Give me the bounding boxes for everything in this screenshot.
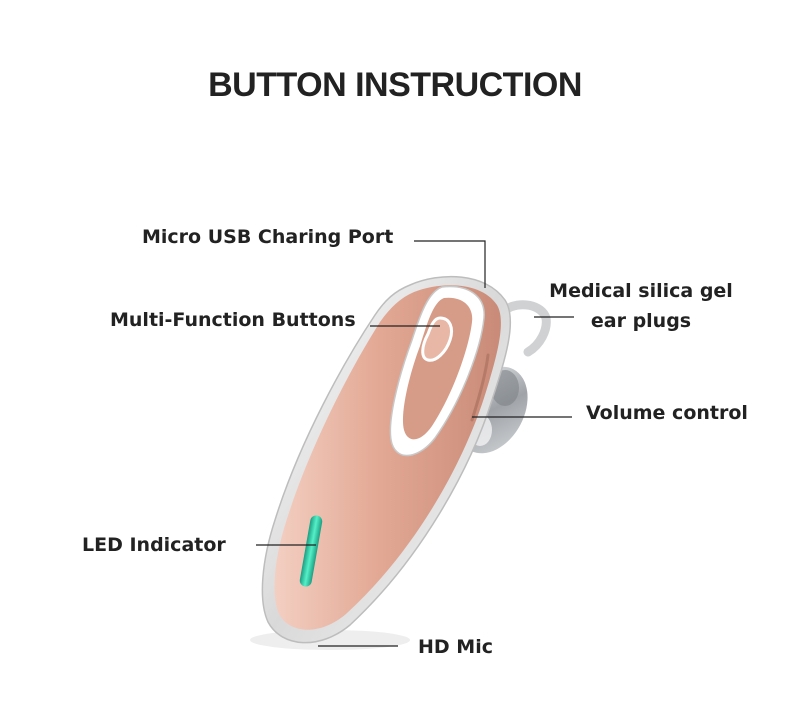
label-usb-port: Micro USB Charing Port: [142, 226, 394, 248]
label-led: LED Indicator: [82, 534, 226, 556]
page-title: BUTTON INSTRUCTION: [208, 66, 582, 104]
volume-buttons: [470, 353, 490, 422]
label-ear-plugs: Medical silica gel ear plugs: [546, 276, 736, 336]
label-ear-plugs-line2: ear plugs: [590, 310, 692, 332]
label-volume: Volume control: [586, 402, 748, 424]
multi-function-button-oval: [421, 316, 454, 362]
label-multi-function: Multi-Function Buttons: [110, 309, 356, 331]
ear-hook: [500, 300, 551, 357]
multi-function-button: [402, 297, 473, 440]
label-mic: HD Mic: [418, 636, 493, 658]
leader-line-usb-port: [414, 240, 486, 288]
led-indicator: [299, 515, 323, 587]
label-ear-plugs-line1: Medical silica gel: [549, 280, 733, 302]
